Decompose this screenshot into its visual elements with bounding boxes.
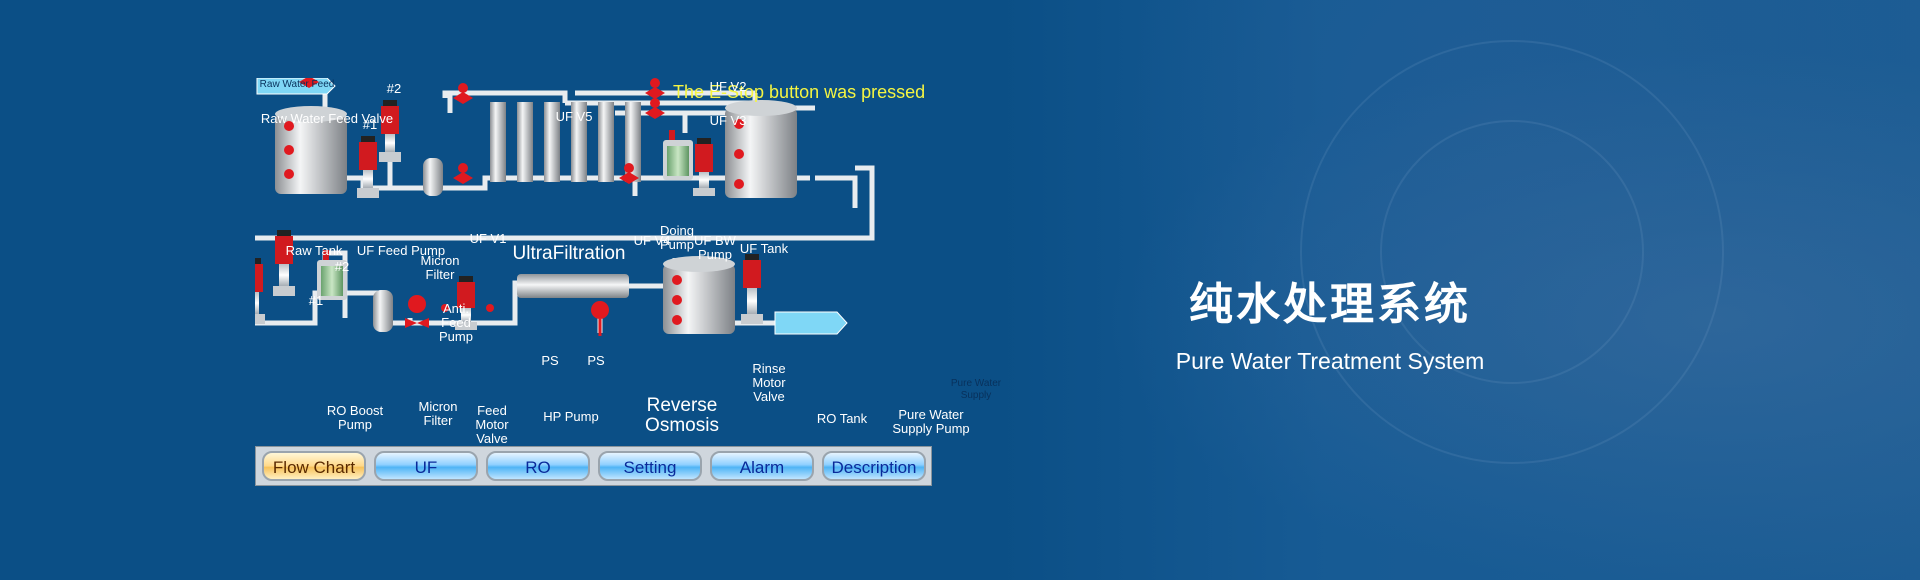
pump-no-1-top-label: #1 (362, 117, 378, 132)
hero-title-en: Pure Water Treatment System (1175, 348, 1485, 374)
ps-sensor-1-label: PS (541, 353, 559, 368)
uf-v1-valve-icon (453, 172, 473, 184)
uf-v4-valve-icon (619, 172, 639, 184)
uf-v3-label: UF V3 (709, 113, 747, 128)
nav-uf-button[interactable]: UF (374, 451, 478, 481)
scada-flow-chart-panel: The E-Stop button was pressed Raw Water … (255, 78, 1015, 488)
process-diagram (255, 78, 875, 336)
raw-water-feed-valve-icon (299, 78, 319, 88)
uf-v1-label: UF V1 (469, 231, 507, 246)
hp-pump-label: HP Pump (543, 409, 599, 424)
reverse-osmosis-membrane-icon (517, 274, 629, 298)
micron-filter-top-label: Micron Filter (420, 253, 460, 282)
uf-v5-label: UF V5 (555, 109, 593, 124)
pump-no-2-top-label: #2 (386, 81, 402, 96)
feed-motor-valve-label: Feed Motor Valve (475, 403, 509, 446)
hp-pump-icon (455, 276, 477, 330)
valves-top (299, 78, 665, 184)
pump-no-2-bottom-label: #2 (334, 259, 350, 274)
raw-water-feed-label: Raw Water Feed (259, 79, 335, 90)
ps-sensor-1-icon (441, 304, 449, 312)
uf-membranes-icon (490, 102, 641, 182)
pump-no-1-bottom-label: #1 (308, 293, 324, 308)
doing-pump-icon (663, 130, 693, 180)
ultrafiltration-label: UltraFiltration (512, 243, 626, 264)
micron-filter-bottom-label: Micron Filter (418, 399, 458, 428)
rinse-motor-valve-label: Rinse Motor Valve (752, 361, 786, 404)
pure-water-supply-pump-icon (741, 254, 763, 324)
micron-filter-bottom-icon (373, 290, 393, 332)
micron-filter-top-icon (423, 158, 443, 196)
raw-tank-label: Raw Tank (285, 243, 343, 258)
uf-bw-pump-icon (693, 138, 715, 196)
pure-water-supply-pump-label: Pure Water Supply Pump (892, 407, 970, 436)
nav-flow-chart-button[interactable]: Flow Chart (262, 451, 366, 481)
uf-tank-label: UF Tank (739, 241, 789, 256)
feed-motor-valve-icon (405, 295, 429, 328)
nav-ro-button[interactable]: RO (486, 451, 590, 481)
anti-feed-pump-label: Anti. Feed Pump (439, 301, 473, 344)
uf-tank-icon (725, 100, 797, 198)
uf-v2-valve-icon (645, 87, 665, 99)
ro-boost-pump-1-icon (255, 258, 265, 324)
hmi-nav-bar: Flow Chart UF RO Setting Alarm Descripti… (255, 446, 932, 486)
ro-tank-label: RO Tank (816, 411, 868, 426)
ro-tank-icon (663, 256, 735, 334)
nav-description-button[interactable]: Description (822, 451, 926, 481)
uf-v4-label: UF V4 (633, 233, 671, 248)
uf-v5-valve-icon (453, 92, 473, 104)
rinse-motor-valve-icon (591, 301, 609, 336)
raw-water-feed-valve-label: Raw Water Feed Valve (260, 111, 394, 126)
uf-v2-label: UF V2 (709, 79, 747, 94)
estop-alarm-message: The E-Stop button was pressed (673, 82, 926, 102)
background-photo (1000, 0, 1920, 580)
ps-sensor-2-icon (486, 304, 494, 312)
pure-water-supply-arrow-icon (774, 311, 848, 335)
doing-pump-label: Doing Pump (660, 223, 694, 252)
uf-v3-valve-icon (645, 107, 665, 119)
pure-water-supply-label: Pure Water Supply (950, 378, 1002, 401)
uf-feed-pump-1-icon (357, 136, 379, 198)
nav-alarm-button[interactable]: Alarm (710, 451, 814, 481)
uf-bw-pump-label: UF BW Pump (694, 233, 736, 262)
hero-title-cn: 纯水处理系统 (1189, 279, 1471, 330)
anti-feed-pump-icon (317, 250, 347, 300)
reverse-osmosis-label: Reverse Osmosis (645, 395, 719, 436)
ps-sensor-2-label: PS (587, 353, 605, 368)
uf-feed-pump-2-icon (379, 100, 401, 162)
ro-boost-pump-label: RO Boost Pump (326, 403, 384, 432)
raw-tank-icon (275, 106, 347, 194)
ro-boost-pump-2-icon (273, 230, 295, 296)
nav-setting-button[interactable]: Setting (598, 451, 702, 481)
uf-feed-pump-label: UF Feed Pump (356, 243, 446, 258)
